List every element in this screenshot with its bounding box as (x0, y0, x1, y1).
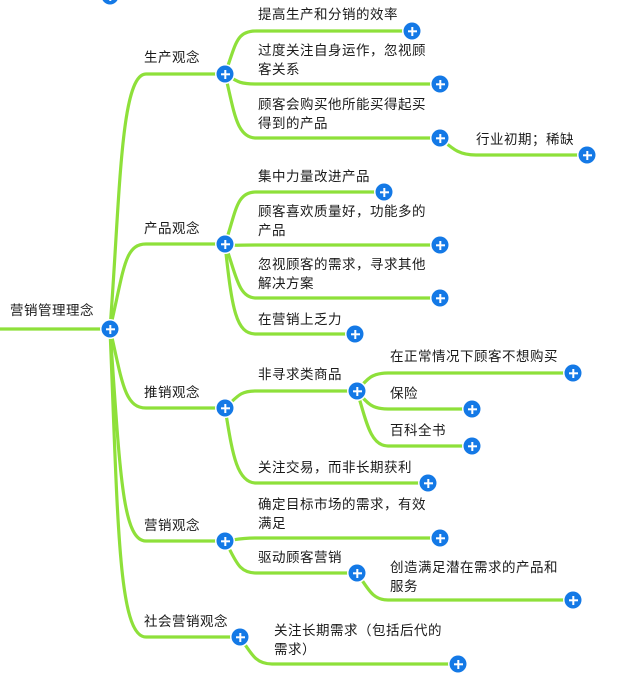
concept-expand-marketing[interactable] (216, 532, 234, 550)
concept-expand-selling[interactable] (216, 399, 234, 417)
leaf-label: 过度关注自身运作，忽视顾 客关系 (258, 43, 426, 78)
leaf-expand-button[interactable] (431, 529, 449, 547)
leaf-label: 创造满足潜在需求的产品和 服务 (390, 560, 558, 595)
leaf-expand-button[interactable] (449, 655, 467, 673)
leaf-expand-button[interactable] (375, 183, 393, 201)
leaf-label: 提高生产和分销的效率 (258, 7, 398, 23)
leaf-expand-button[interactable] (431, 129, 449, 147)
leaf-label: 非寻求类商品 (258, 367, 342, 383)
leaf-label: 在营销上乏力 (258, 312, 342, 328)
concept-expand-production[interactable] (216, 65, 234, 83)
leaf-expand-button[interactable] (564, 364, 582, 382)
leaf-expand-button[interactable] (578, 146, 596, 164)
leaf-label: 顾客会购买他所能买得起买 得到的产品 (258, 97, 426, 132)
leaf-expand-button[interactable] (463, 400, 481, 418)
leaf-label: 确定目标市场的需求，有效 满足 (258, 497, 426, 532)
leaf-label: 百科全书 (390, 423, 446, 439)
concept-label-product: 产品观念 (144, 221, 200, 237)
concept-label-production: 生产观念 (144, 50, 200, 66)
leaf-expand-button[interactable] (348, 382, 366, 400)
concept-label-societal: 社会营销观念 (144, 614, 228, 630)
leaf-label: 驱动顾客营销 (258, 550, 342, 566)
cutoff-node-button[interactable] (101, 0, 119, 5)
leaf-expand-button[interactable] (348, 564, 366, 582)
leaf-label: 保险 (390, 386, 418, 402)
leaf-expand-button[interactable] (431, 289, 449, 307)
leaf-label: 在正常情况下顾客不想购买 (390, 349, 558, 365)
leaf-label: 关注交易，而非长期获利 (258, 460, 412, 476)
leaf-expand-button[interactable] (564, 591, 582, 609)
leaf-label: 行业初期；稀缺 (476, 132, 574, 148)
concept-expand-societal[interactable] (231, 628, 249, 646)
leaf-expand-button[interactable] (403, 22, 421, 40)
leaf-expand-button[interactable] (463, 437, 481, 455)
concept-expand-product[interactable] (216, 235, 234, 253)
concept-label-marketing: 营销观念 (144, 518, 200, 534)
root-expand-button[interactable] (101, 320, 119, 338)
root-node-label: 营销管理理念 (10, 303, 94, 319)
leaf-label: 顾客喜欢质量好，功能多的 产品 (258, 204, 426, 239)
leaf-label: 集中力量改进产品 (258, 169, 370, 185)
leaf-expand-button[interactable] (346, 325, 364, 343)
leaf-label: 忽视顾客的需求，寻求其他 解决方案 (258, 257, 426, 292)
concept-label-selling: 推销观念 (144, 385, 200, 401)
leaf-expand-button[interactable] (431, 75, 449, 93)
leaf-label: 关注长期需求（包括后代的 需求） (274, 623, 442, 658)
leaf-expand-button[interactable] (419, 474, 437, 492)
leaf-expand-button[interactable] (431, 236, 449, 254)
